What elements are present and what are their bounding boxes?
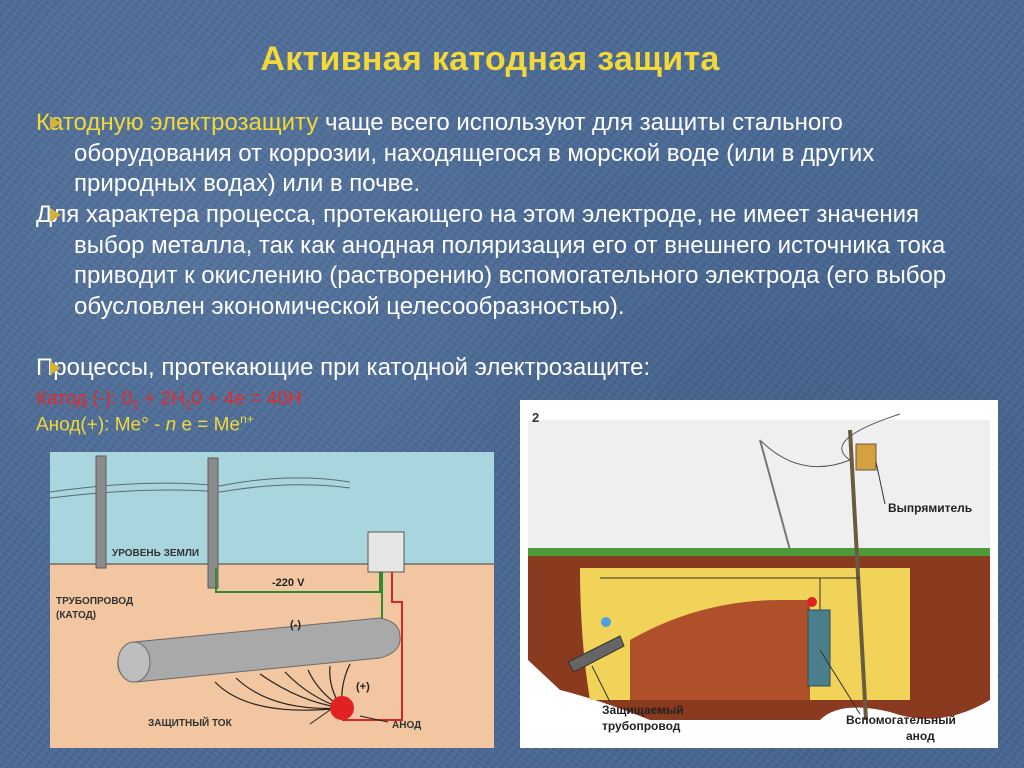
plus-label: (+)	[356, 681, 370, 693]
protective-current-label: ЗАЩИТНЫЙ ТОК	[148, 716, 233, 729]
cathode-formula: Катод (-): 02 + 2H20 + 4e = 40H-	[36, 386, 306, 413]
bullet-icon	[50, 208, 61, 222]
cathodic-protection-diagram: УРОВЕНЬ ЗЕМЛИ -220 V ТРУБОПРОВОД (КАТОД)…	[50, 452, 494, 748]
rectifier-label: Выпрямитель	[888, 501, 972, 515]
auxiliary-anode-label-line1: Вспомогательный	[846, 713, 956, 727]
ground-level-label: УРОВЕНЬ ЗЕМЛИ	[112, 548, 199, 559]
pipeline-protection-illustration: 2 Выпрямитель Защищаемый трубопровод Всп…	[520, 400, 998, 748]
rectifier-box-icon	[367, 531, 405, 573]
paragraph3-text: Процессы, протекающие при катодной элект…	[36, 354, 651, 381]
anode-label: АНОД	[392, 720, 421, 731]
protected-pipe-label-line1: Защищаемый	[602, 703, 684, 717]
bullet-icon	[50, 361, 61, 375]
paragraph-process-character: Для характера процесса, протекающего на …	[36, 200, 954, 322]
protected-pipe-label-line2: трубопровод	[602, 719, 681, 733]
highlight-term: Катодную электрозащиту	[36, 109, 319, 136]
protected-pipe-icon	[567, 635, 625, 673]
figure-number: 2	[532, 410, 539, 425]
slide-title: Активная катодная защита	[260, 40, 720, 78]
paragraph2-text: Для характера процесса, протекающего на …	[36, 201, 947, 320]
paragraph-cathodic-protection-use: Катодную электрозащиту чаще всего исполь…	[36, 108, 954, 200]
paragraph1-text: чаще всего используют для защиты стально…	[74, 109, 875, 197]
auxiliary-anode-label-line2: анод	[906, 729, 935, 743]
utility-pole-icon	[207, 457, 219, 589]
anode-icon	[330, 696, 354, 720]
pipeline-label-line1: ТРУБОПРОВОД	[56, 596, 133, 607]
bullet-icon	[50, 116, 61, 130]
rectifier-icon	[855, 443, 877, 471]
auxiliary-anode-icon	[807, 609, 831, 687]
pipeline-label-line2: (КАТОД)	[56, 610, 96, 621]
minus-label: (-)	[290, 619, 301, 631]
utility-pole-icon	[95, 455, 107, 569]
voltage-label: -220 V	[272, 577, 305, 589]
paragraph-processes-heading: Процессы, протекающие при катодной элект…	[36, 353, 954, 384]
anode-formula: Анод(+): Me° - n e = Men+	[36, 412, 254, 436]
